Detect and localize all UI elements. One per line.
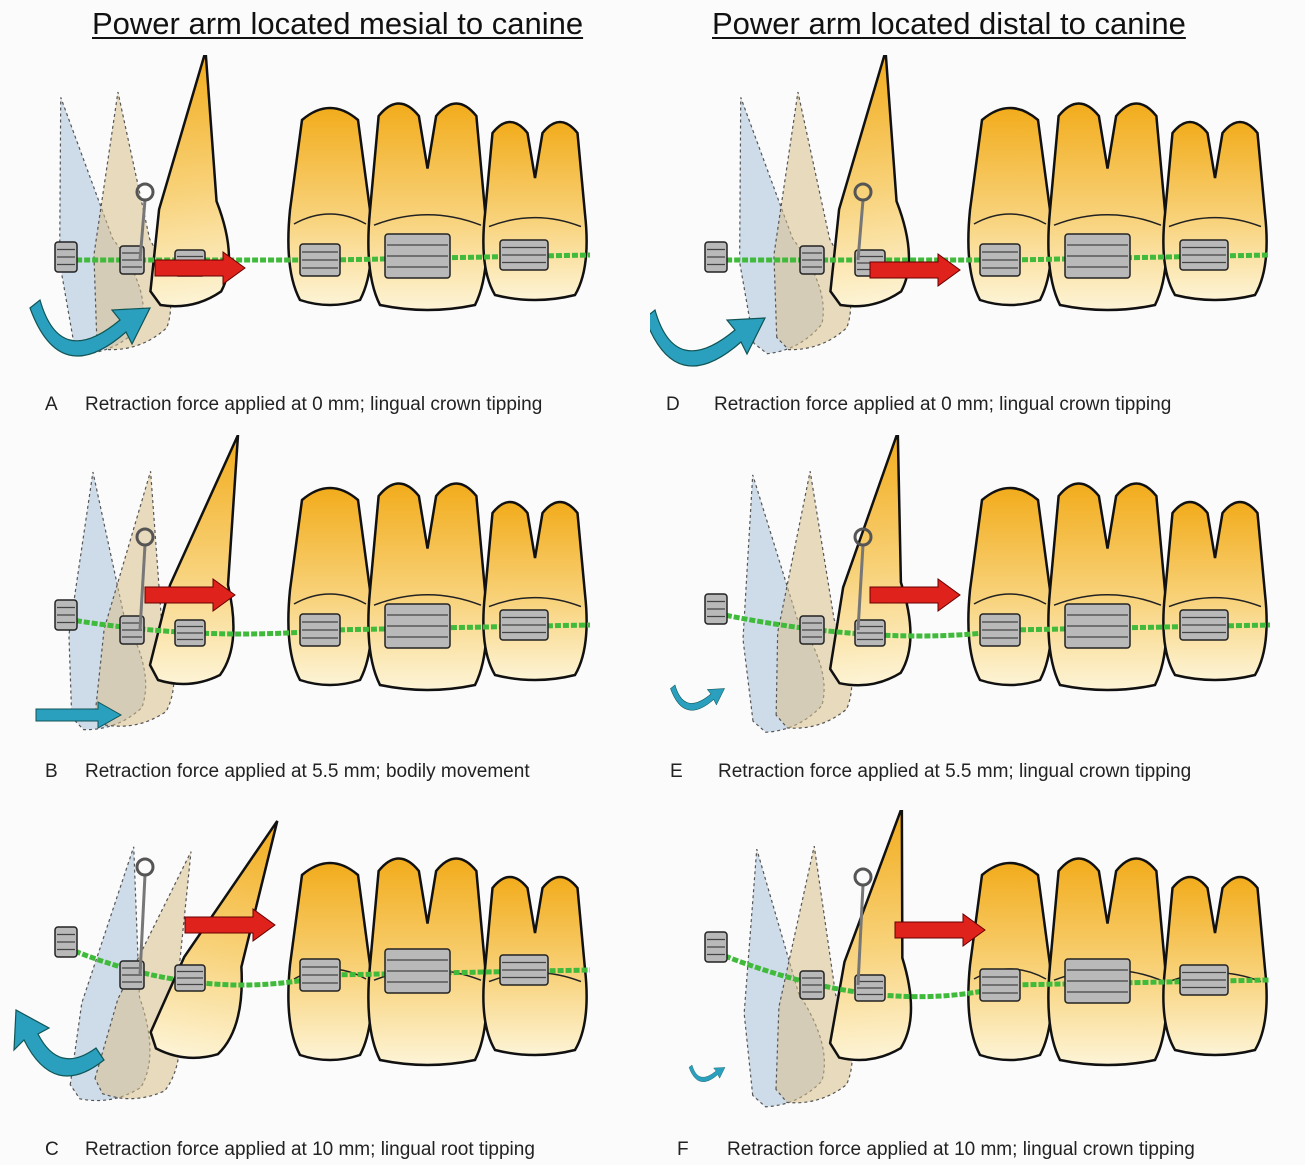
heading-mesial: Power arm located mesial to canine [92,6,583,42]
tube-molar-b [500,610,548,640]
bracket-incisor-f [705,932,727,962]
bracket-lateral-e [800,616,824,644]
heading-distal: Power arm located distal to canine [712,6,1186,42]
panel-c-illustration [0,810,640,1140]
tube-molar-e [1180,610,1228,640]
power-arm-hook-c [137,859,153,875]
panel-c [0,810,640,1165]
bracket-premolar1-a [300,244,340,276]
bracket-incisor-c [55,927,77,957]
power-arm-hook-f [855,869,871,885]
caption-c-letter: C [45,1139,85,1161]
bracket-premolar1-e [980,614,1020,646]
premolar2-b [368,484,486,691]
bracket-canine-c [175,965,205,991]
caption-e-text: Retraction force applied at 5.5 mm; ling… [718,761,1191,782]
caption-c-text: Retraction force applied at 10 mm; lingu… [85,1139,535,1160]
movement-arrow-e [671,685,725,710]
bracket-premolar2-a [385,234,450,278]
premolar1-e [968,488,1051,685]
tube-molar-c [500,955,548,985]
premolar2-e [1048,484,1166,691]
caption-a-letter: A [45,394,85,416]
panel-b-illustration [0,435,640,765]
bracket-incisor-a [55,242,77,272]
panel-f [650,810,1290,1165]
bracket-premolar2-d [1065,234,1130,278]
bracket-premolar1-b [300,614,340,646]
panel-a [0,55,640,410]
caption-f-text: Retraction force applied at 10 mm; lingu… [727,1139,1195,1160]
bracket-incisor-d [705,242,727,272]
tube-molar-f [1180,965,1228,995]
caption-b-letter: B [45,761,85,783]
panel-b [0,435,640,790]
movement-arrow-d [650,310,765,366]
panel-a-illustration [0,55,640,385]
bracket-premolar1-f [980,969,1020,1001]
molar-d [1163,122,1266,300]
premolar1-f [968,863,1051,1060]
bracket-premolar2-b [385,604,450,648]
bracket-canine-b [175,620,205,646]
bracket-premolar1-d [980,244,1020,276]
bracket-lateral-d [800,246,824,274]
panel-d [650,55,1290,410]
retraction-force-arrow-f [895,914,985,946]
molar-a [483,122,586,300]
molar-b [483,502,586,680]
panel-e-illustration [650,435,1300,765]
premolar2-a [368,104,486,311]
bracket-premolar1-c [300,959,340,991]
premolar2-d [1048,104,1166,311]
tube-molar-a [500,240,548,270]
caption-b: BRetraction force applied at 5.5 mm; bod… [45,761,530,783]
bracket-incisor-e [705,594,727,624]
caption-a-text: Retraction force applied at 0 mm; lingua… [85,394,542,415]
movement-arrow-f [689,1065,725,1082]
caption-b-text: Retraction force applied at 5.5 mm; bodi… [85,761,530,782]
premolar1-b [288,488,371,685]
tube-molar-d [1180,240,1228,270]
bracket-premolar2-c [385,949,450,993]
panel-d-illustration [650,55,1300,385]
bracket-lateral-f [800,971,824,999]
panel-e [650,435,1290,790]
bracket-incisor-b [55,600,77,630]
molar-e [1163,502,1266,680]
caption-d-text: Retraction force applied at 0 mm; lingua… [714,394,1171,415]
bracket-premolar2-f [1065,959,1130,1003]
caption-d-letter: D [666,394,714,416]
caption-e-letter: E [670,761,718,783]
bracket-premolar2-e [1065,604,1130,648]
panel-f-illustration [650,810,1300,1140]
caption-f-letter: F [677,1139,727,1161]
